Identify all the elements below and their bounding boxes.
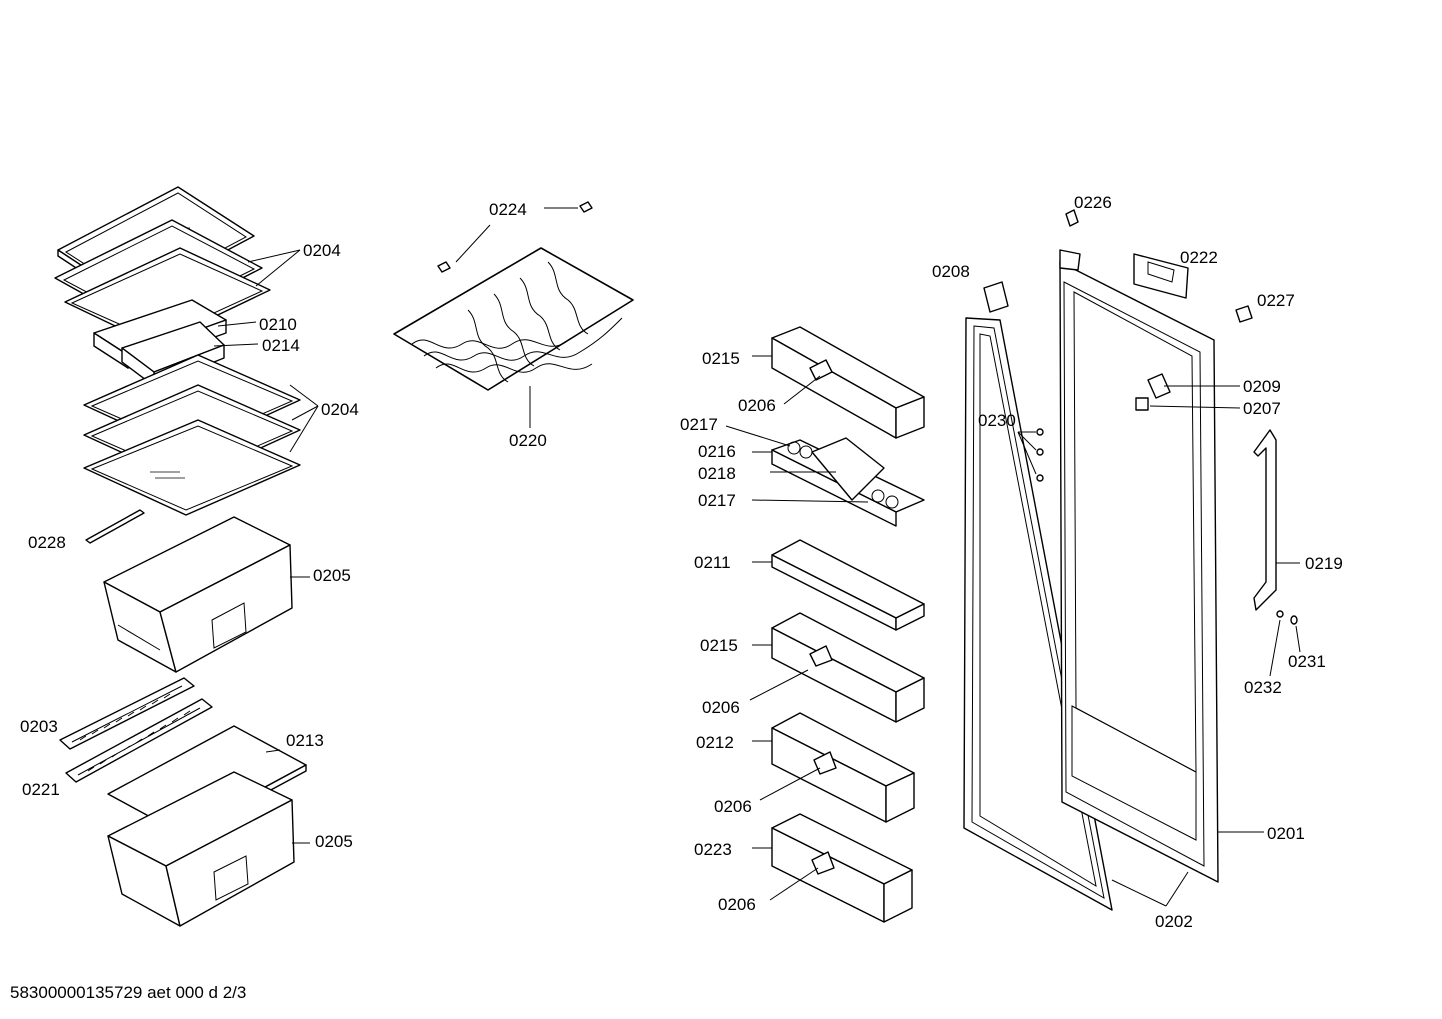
- glass-shelf-6: [83, 419, 301, 516]
- crisper-rail-0221: [65, 698, 213, 783]
- part-label-0204: 0204: [303, 241, 341, 260]
- part-label-0228: 0228: [28, 533, 66, 552]
- part-labels: 0204 0210 0214 0204 0228 0205 0203 0221 …: [20, 193, 1343, 931]
- crisper-rail-0203: [59, 677, 195, 750]
- part-label-0221: 0221: [22, 780, 60, 799]
- door-latch-0207: [1135, 397, 1149, 411]
- part-label-0218: 0218: [698, 464, 736, 483]
- part-label-0216: 0216: [698, 442, 736, 461]
- part-label-0231: 0231: [1288, 652, 1326, 671]
- part-label-0204: 0204: [321, 400, 359, 419]
- wine-rack-clip-left: [437, 261, 451, 273]
- door-latch-0209: [1147, 373, 1171, 399]
- part-label-0215: 0215: [700, 636, 738, 655]
- part-label-0206: 0206: [702, 698, 740, 717]
- door-bin-egg-tray: [771, 437, 925, 527]
- part-label-0205: 0205: [313, 566, 351, 585]
- door-bin-0215-top: [771, 326, 925, 439]
- part-label-0214: 0214: [262, 336, 300, 355]
- screw-0232: [1276, 610, 1284, 618]
- part-label-0201: 0201: [1267, 824, 1305, 843]
- part-label-0213: 0213: [286, 731, 324, 750]
- part-label-0211: 0211: [694, 553, 731, 572]
- door-screws-0230: [1036, 428, 1044, 482]
- part-label-0209: 0209: [1243, 377, 1281, 396]
- door-bin-0223: [771, 813, 913, 923]
- part-label-0222: 0222: [1180, 248, 1218, 267]
- leader-lines: [213, 207, 1301, 907]
- part-label-0215: 0215: [702, 349, 740, 368]
- door-bin-0212: [771, 712, 915, 823]
- part-label-0219: 0219: [1305, 554, 1343, 573]
- door-top-clip-0226: [1065, 209, 1079, 227]
- part-label-0208: 0208: [932, 262, 970, 281]
- wine-rack: [393, 247, 634, 391]
- crisper-drawer-upper: [103, 516, 293, 673]
- part-label-0230: 0230: [978, 411, 1016, 430]
- part-label-0206: 0206: [718, 895, 756, 914]
- door-bin-0215-mid: [771, 612, 925, 723]
- part-label-0217: 0217: [698, 491, 736, 510]
- part-label-0232: 0232: [1244, 678, 1282, 697]
- part-label-0207: 0207: [1243, 399, 1281, 418]
- part-label-0205: 0205: [315, 832, 353, 851]
- door-hinge-cap-0227: [1235, 305, 1253, 323]
- part-label-0210: 0210: [259, 315, 297, 334]
- part-label-0223: 0223: [694, 840, 732, 859]
- crisper-drawer-lower: [107, 771, 295, 927]
- part-label-0224: 0224: [489, 200, 527, 219]
- cap-0231: [1290, 615, 1298, 625]
- part-label-0206: 0206: [738, 396, 776, 415]
- part-label-0212: 0212: [696, 733, 734, 752]
- door-display-cover-0222: [1133, 253, 1189, 299]
- part-label-0203: 0203: [20, 717, 58, 736]
- door-bracket-0208: [983, 281, 1009, 313]
- part-label-0206: 0206: [714, 797, 752, 816]
- shelf-trim-strip: [85, 509, 145, 544]
- part-label-0227: 0227: [1257, 291, 1295, 310]
- part-label-0217: 0217: [680, 415, 718, 434]
- part-label-0202: 0202: [1155, 912, 1193, 931]
- door-handle-0219: [1253, 429, 1277, 611]
- part-label-0220: 0220: [509, 431, 547, 450]
- wine-rack-clip-right: [579, 201, 593, 213]
- door-panel: [1059, 249, 1219, 883]
- drawing-reference-footer: 58300000135729 aet 000 d 2/3: [10, 983, 246, 1002]
- part-label-0226: 0226: [1074, 193, 1112, 212]
- door-bin-0211: [771, 539, 925, 631]
